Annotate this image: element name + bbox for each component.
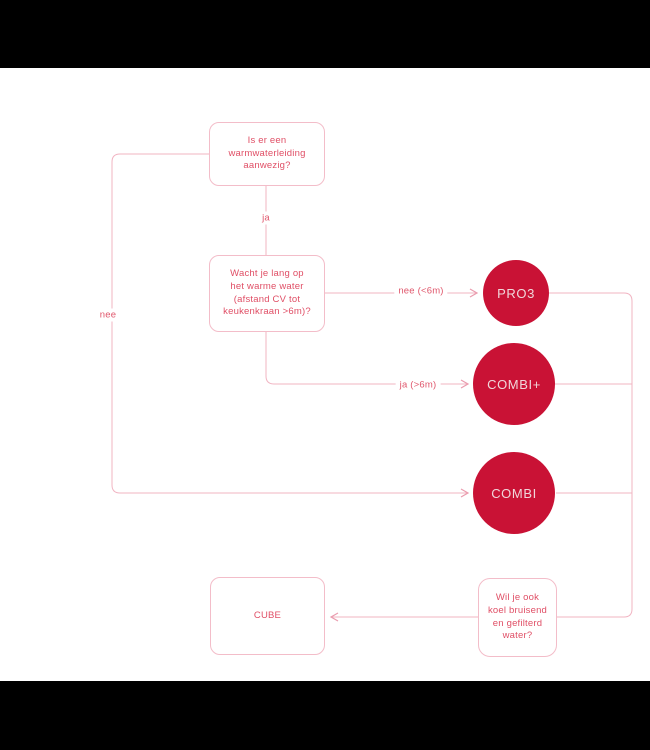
node-product-combiplus: COMBI+ xyxy=(473,343,555,425)
node-question-warmwater: Is er een warmwaterleiding aanwezig? xyxy=(209,122,325,186)
arrowhead-right-icon xyxy=(460,379,470,389)
edge-label-nee-6m: nee (<6m) xyxy=(394,284,448,298)
node-product-cube: CUBE xyxy=(210,577,325,655)
node-product-combi: COMBI xyxy=(473,452,555,534)
edge-label-ja-6m: ja (>6m) xyxy=(395,378,441,392)
product-combiplus-label: COMBI+ xyxy=(487,376,541,392)
product-cube-label: CUBE xyxy=(253,609,282,621)
arrowhead-left-icon xyxy=(329,612,339,622)
edge-label-ja: ja xyxy=(258,211,274,225)
question-warmwater-label: Is er een warmwaterleiding aanwezig? xyxy=(228,134,306,172)
question-cool-label: Wil je ook koel bruisend en gefilterd wa… xyxy=(487,591,548,642)
product-combi-label: COMBI xyxy=(491,485,537,501)
edge-label-nee: nee xyxy=(95,308,121,322)
arrowhead-right-icon xyxy=(460,488,470,498)
node-question-cool: Wil je ook koel bruisend en gefilterd wa… xyxy=(478,578,557,657)
node-product-pro3: PRO3 xyxy=(483,260,549,326)
question-wait-label: Wacht je lang op het warme water (afstan… xyxy=(223,267,311,318)
edge-ja6m-path xyxy=(265,332,468,385)
letterbox-bar-top xyxy=(0,0,650,68)
product-pro3-label: PRO3 xyxy=(497,285,535,301)
node-question-wait: Wacht je lang op het warme water (afstan… xyxy=(209,255,325,332)
arrowhead-right-icon xyxy=(469,288,479,298)
edge-right-rail-path xyxy=(549,292,633,618)
letterbox-bar-bottom xyxy=(0,681,650,750)
